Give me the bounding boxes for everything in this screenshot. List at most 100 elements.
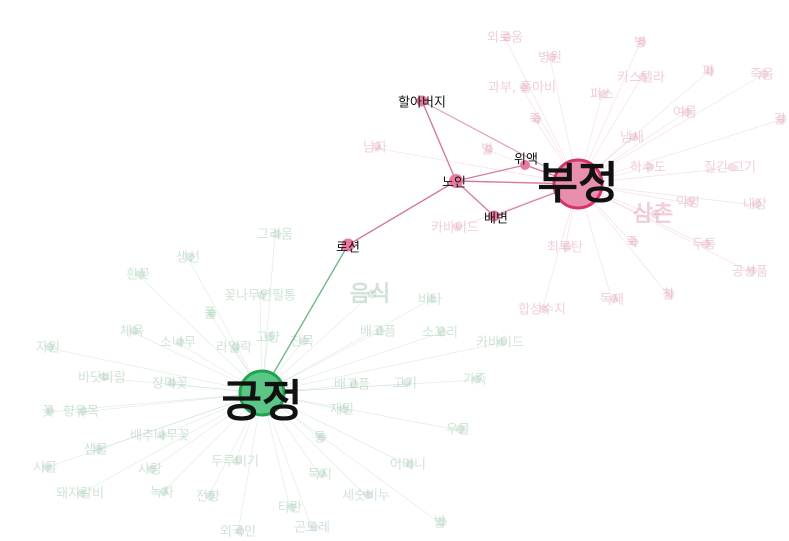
negative-word-label: 펴스	[590, 88, 614, 103]
positive-word-edge	[80, 392, 263, 413]
positive-word-edge	[131, 331, 263, 394]
negative-word-label: 카바이드	[431, 221, 479, 236]
background-nodes	[42, 32, 787, 536]
positive-word-label: 묵지	[308, 468, 332, 483]
negative-word-node	[685, 197, 695, 207]
node-grandpa[interactable]	[416, 95, 428, 107]
positive-word-node	[497, 337, 507, 347]
negative-word-edge	[374, 147, 579, 185]
positive-word-node	[339, 404, 349, 414]
positive-word-label: 소꼬리	[422, 326, 458, 341]
negative-word-node	[665, 289, 675, 299]
negative-word-node	[372, 142, 382, 152]
positive-word-node	[135, 269, 145, 279]
positive-word-edge	[261, 392, 367, 497]
edge-positive-lotion	[261, 244, 349, 394]
positive-word-label: 그리움	[257, 228, 293, 243]
negative-word-edge	[577, 74, 763, 185]
negative-word-node	[752, 199, 762, 209]
negative-word-label: 죽	[626, 236, 638, 251]
negative-word-node	[609, 294, 619, 304]
positive-word-edge	[137, 274, 263, 394]
negative-word-label: 독재	[600, 293, 624, 308]
negative-word-label: 삼촌	[633, 202, 673, 227]
positive-word-edge	[261, 392, 313, 529]
positive-word-label: 꽃	[42, 405, 54, 420]
positive-word-label: 통	[314, 431, 326, 446]
negative-word-label: 죽	[529, 113, 541, 128]
positive-word-label: 체육	[120, 325, 144, 340]
positive-word-node	[287, 502, 297, 512]
negative-word-edge	[577, 183, 756, 206]
positive-word-node	[99, 372, 109, 382]
negative-word-label: 병	[634, 36, 646, 51]
positive-word-label: 소나무	[160, 336, 196, 351]
positive-word-label: 곤드레	[294, 521, 330, 536]
positive-word-edge	[101, 377, 263, 394]
positive-word-edge	[237, 392, 263, 533]
negative-word-node	[759, 69, 769, 79]
negative-word-node	[701, 239, 711, 249]
negative-word-label: 내장	[743, 198, 767, 213]
positive-word-edge	[47, 347, 263, 394]
positive-word-node	[405, 459, 415, 469]
node-stomach[interactable]	[520, 160, 530, 170]
positive-word-node	[455, 424, 465, 434]
positive-word-node	[147, 464, 157, 474]
positive-word-node	[363, 490, 373, 500]
label-elder: 노인	[442, 176, 466, 191]
positive-word-node	[167, 378, 177, 388]
negative-word-node	[777, 114, 787, 124]
positive-word-label: 향유목	[63, 405, 99, 420]
node-feces[interactable]	[488, 210, 500, 222]
negative-word-label: 공산품	[732, 265, 768, 280]
positive-word-edge	[261, 332, 441, 394]
negative-word-edge	[577, 42, 641, 185]
positive-word-edge	[261, 294, 371, 394]
positive-word-label: 배고픔	[360, 325, 396, 340]
positive-word-label: 우물	[446, 423, 470, 438]
positive-word-node	[175, 337, 185, 347]
positive-word-node	[309, 522, 319, 532]
positive-word-label: 비타	[418, 293, 442, 308]
negative-word-label: 악명	[676, 196, 700, 211]
edge-elder-grandpa	[421, 100, 457, 182]
negative-word-label: 벌	[481, 143, 493, 158]
positive-word-node	[437, 327, 447, 337]
node-elder[interactable]	[449, 174, 463, 188]
negative-word-label: 최루탄	[547, 241, 583, 256]
hub-node-negative[interactable]	[552, 158, 604, 210]
positive-word-label: 녹차	[150, 486, 174, 501]
negative-word-node	[727, 162, 737, 172]
edge-lotion-elder	[347, 180, 457, 246]
positive-word-edge	[261, 392, 409, 466]
hub-node-positive[interactable]	[238, 369, 286, 417]
negative-word-node	[637, 37, 647, 47]
hub-label-positive: 긍정	[222, 376, 303, 427]
positive-word-edge	[261, 392, 441, 524]
positive-word-node	[317, 469, 327, 479]
negative-word-node	[747, 266, 757, 276]
negative-word-node	[629, 237, 639, 247]
positive-word-edge	[261, 383, 406, 394]
node-lotion[interactable]	[341, 238, 355, 252]
positive-word-edge	[161, 392, 263, 494]
edge-elder-feces	[455, 180, 495, 217]
positive-word-node	[257, 290, 267, 300]
negative-word-node	[650, 209, 660, 219]
negative-word-edge	[504, 37, 579, 185]
positive-word-node	[185, 252, 195, 262]
positive-word-node	[427, 294, 437, 304]
positive-word-label: 고기	[393, 377, 417, 392]
positive-word-label: 바닷바람	[78, 371, 126, 386]
negative-word-node	[547, 52, 557, 62]
negative-word-label: 병원	[538, 51, 562, 66]
negative-word-label: 갈	[774, 113, 786, 128]
positive-word-edge	[261, 392, 459, 431]
positive-word-node	[205, 491, 215, 501]
positive-word-node	[272, 229, 282, 239]
positive-word-edge	[44, 392, 263, 469]
positive-word-node	[129, 326, 139, 336]
positive-word-label: 풀	[204, 307, 216, 322]
